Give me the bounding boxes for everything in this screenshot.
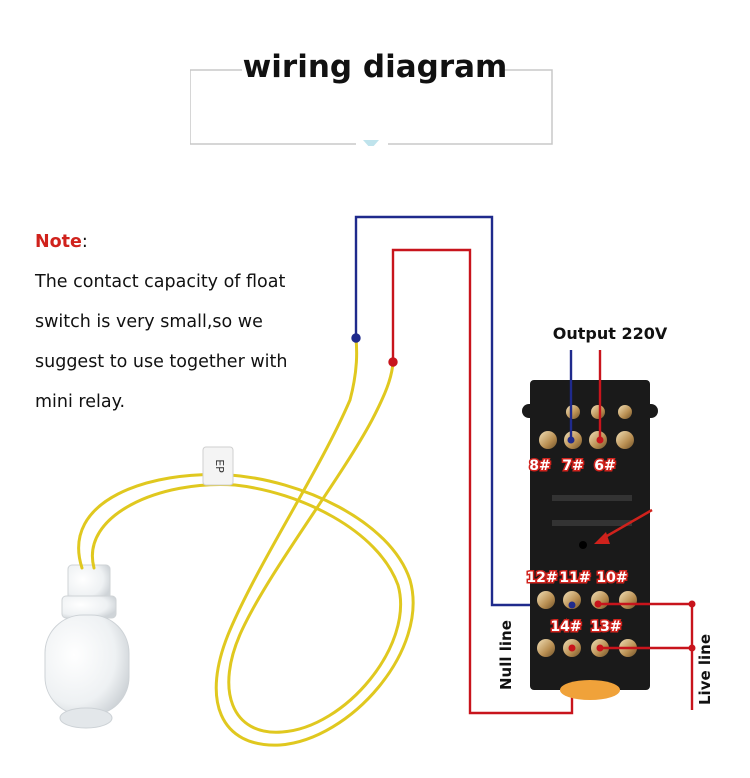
relay-socket	[522, 380, 658, 700]
note-line-3: suggest to use together with	[35, 352, 288, 372]
pin-14-dot	[568, 644, 576, 652]
float-switch	[44, 564, 130, 729]
note-colon: :	[81, 232, 88, 252]
pin-label-12: 12#	[526, 570, 557, 586]
pin-11-dot	[568, 601, 576, 609]
switch-tag: EP	[202, 446, 234, 486]
note-line-4: mini relay.	[35, 392, 126, 412]
note-block: Note: The contact capacity of float swit…	[35, 222, 335, 422]
page-title: wiring diagram	[242, 49, 508, 85]
switch-tag-text: EP	[213, 459, 226, 473]
pin-label-6: 6#	[594, 458, 615, 474]
live-line-label: Live line	[696, 634, 714, 705]
pointer-arrow-icon	[594, 508, 653, 544]
down-arrow-icon	[363, 140, 379, 146]
red-wire	[388, 248, 574, 715]
pin-label-11: 11#	[559, 570, 590, 586]
output-label: Output 220V	[553, 324, 668, 343]
pin-label-13: 13#	[590, 619, 621, 635]
title-frame	[190, 69, 553, 146]
note-line-1: The contact capacity of float	[35, 272, 286, 292]
note-line-2: switch is very small,so we	[35, 312, 263, 332]
live-line-wires	[594, 600, 696, 710]
null-line-label: Null line	[497, 620, 515, 690]
note-label: Note	[35, 232, 82, 252]
pin-label-8: 8#	[529, 458, 550, 474]
pin-label-10: 10#	[596, 570, 627, 586]
blue-wire	[351, 215, 570, 607]
pin-label-7: 7#	[562, 458, 583, 474]
pin-label-14: 14#	[550, 619, 581, 635]
output-wires	[567, 350, 604, 444]
